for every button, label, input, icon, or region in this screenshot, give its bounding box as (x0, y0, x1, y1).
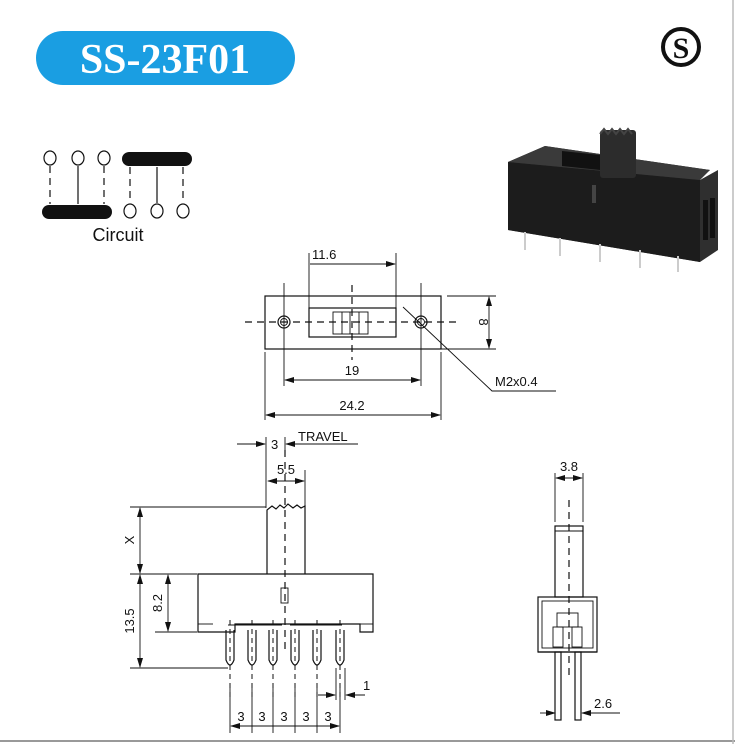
travel-value: 3 (271, 437, 278, 452)
model-title: SS-23F01 (80, 37, 250, 83)
dim-hole-spacing: 19 (345, 363, 359, 378)
travel-label: TRAVEL (298, 429, 348, 444)
circuit-diagram: Circuit (42, 150, 192, 245)
dim-total-height: 13.5 (122, 608, 137, 633)
circuit-label: Circuit (92, 225, 143, 245)
pitch-5: 3 (324, 709, 331, 724)
dim-body-height: 8.2 (150, 594, 165, 612)
brand-logo: S (661, 27, 701, 67)
pitch-2: 3 (258, 709, 265, 724)
logo-letter: S (673, 32, 690, 65)
dim-side-actuator: 3.8 (560, 459, 578, 474)
dim-pin-spacing: 2.6 (594, 696, 612, 711)
product-illustration (508, 127, 718, 272)
title-badge: SS-23F01 (36, 31, 295, 85)
pitch-1: 3 (237, 709, 244, 724)
dim-actuator-width: 5.5 (277, 462, 295, 477)
dim-x: X (122, 535, 137, 544)
side-view-drawing: 3.8 2.6 (537, 459, 620, 721)
thread-label: M2x0.4 (495, 374, 538, 389)
dim-slot-width: 11.6 (312, 247, 336, 262)
dim-length: 24.2 (339, 398, 364, 413)
top-view-drawing: 11.6 8 19 24.2 M2x0.4 (245, 247, 556, 420)
pitch-3: 3 (280, 709, 287, 724)
dim-height: 8 (476, 318, 491, 325)
front-view-drawing: 3 TRAVEL 5.5 X 13.5 8.2 3 3 3 3 3 1 (122, 429, 374, 733)
pitch-4: 3 (302, 709, 309, 724)
dim-pin-width: 1 (363, 678, 370, 693)
